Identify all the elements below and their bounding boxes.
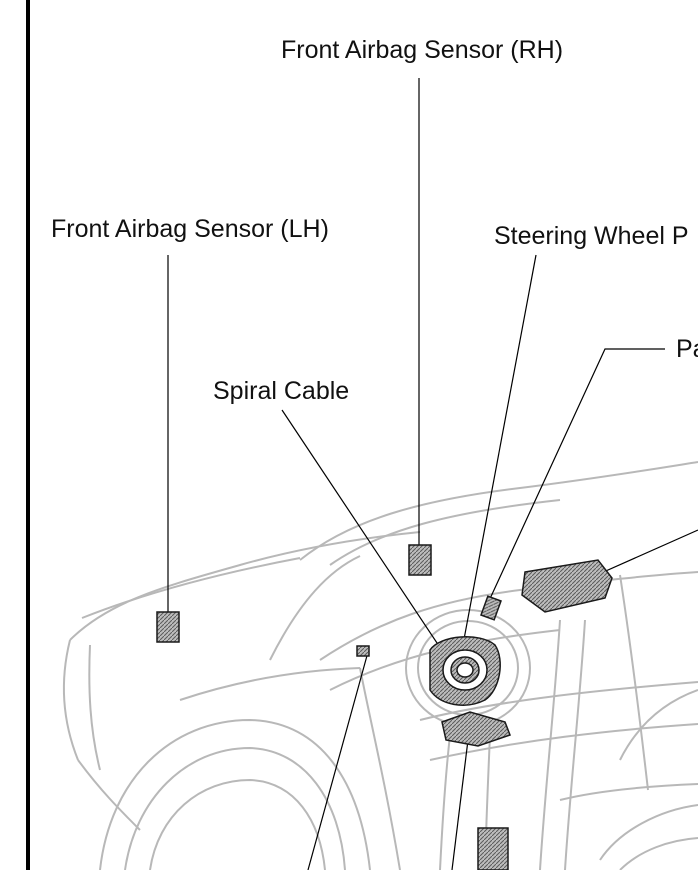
lower-sensor — [477, 827, 509, 870]
label-steering-wheel-pad: Steering Wheel P — [494, 222, 689, 250]
front-airbag-sensor-rh — [408, 544, 432, 576]
front-airbag-sensor-lh — [156, 611, 180, 643]
airbag-sensor-assembly — [441, 711, 511, 747]
leader-right-edge-component — [589, 529, 698, 579]
leader-steering-wheel-pad — [461, 254, 537, 651]
leader-bottom-left — [307, 651, 369, 870]
leader-passenger-airbag — [487, 348, 665, 604]
label-front-airbag-sensor-rh: Front Airbag Sensor (RH) — [281, 36, 564, 64]
small-connector — [356, 645, 370, 657]
label-spiral-cable: Spiral Cable — [213, 377, 350, 405]
label-front-airbag-sensor-lh: Front Airbag Sensor (LH) — [51, 215, 329, 243]
leader-lines — [167, 78, 698, 870]
leader-spiral-cable — [281, 409, 446, 656]
leader-bottom-center — [451, 739, 469, 870]
frame-border — [26, 0, 30, 870]
passenger-airbag-module — [521, 559, 613, 613]
vehicle-outline — [62, 461, 698, 870]
steering-wheel-pad — [429, 636, 501, 706]
components — [156, 544, 613, 870]
label-passenger-airbag: Pa — [676, 335, 698, 363]
side-sensor-small — [480, 595, 502, 621]
